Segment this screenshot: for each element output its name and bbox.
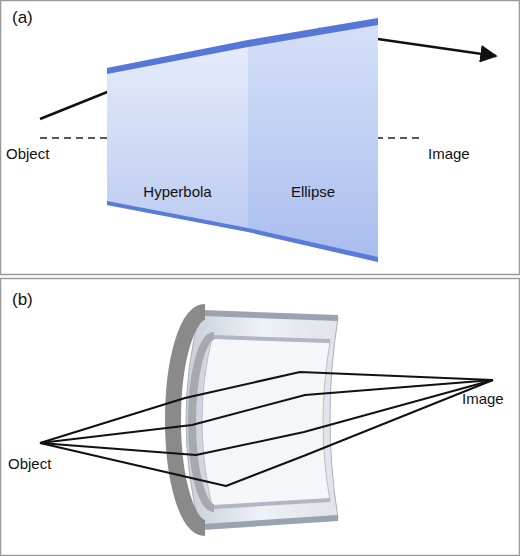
- section-label: Hyperbola: [143, 183, 211, 200]
- panel-letter: (a): [12, 8, 33, 28]
- image-label: Image: [428, 145, 470, 162]
- nested-shell-mirror: [173, 312, 338, 528]
- panel-letter: (b): [12, 290, 33, 310]
- mirror-section: Ellipse: [248, 18, 378, 262]
- object-label: Object: [6, 145, 49, 162]
- mirror-shape: [107, 40, 248, 232]
- ray-path: [40, 372, 493, 486]
- section-label: Ellipse: [291, 183, 335, 200]
- mirror-section: Hyperbola: [107, 40, 248, 232]
- panel-frame: [1, 1, 520, 275]
- mirror-shape: [248, 18, 378, 262]
- image-label: Image: [462, 390, 504, 407]
- ray-arrow: [177, 33, 336, 64]
- ray-arrow: [336, 33, 496, 56]
- panel-frame: [1, 279, 520, 556]
- object-label: Object: [8, 455, 51, 472]
- ray-arrow: [40, 64, 177, 119]
